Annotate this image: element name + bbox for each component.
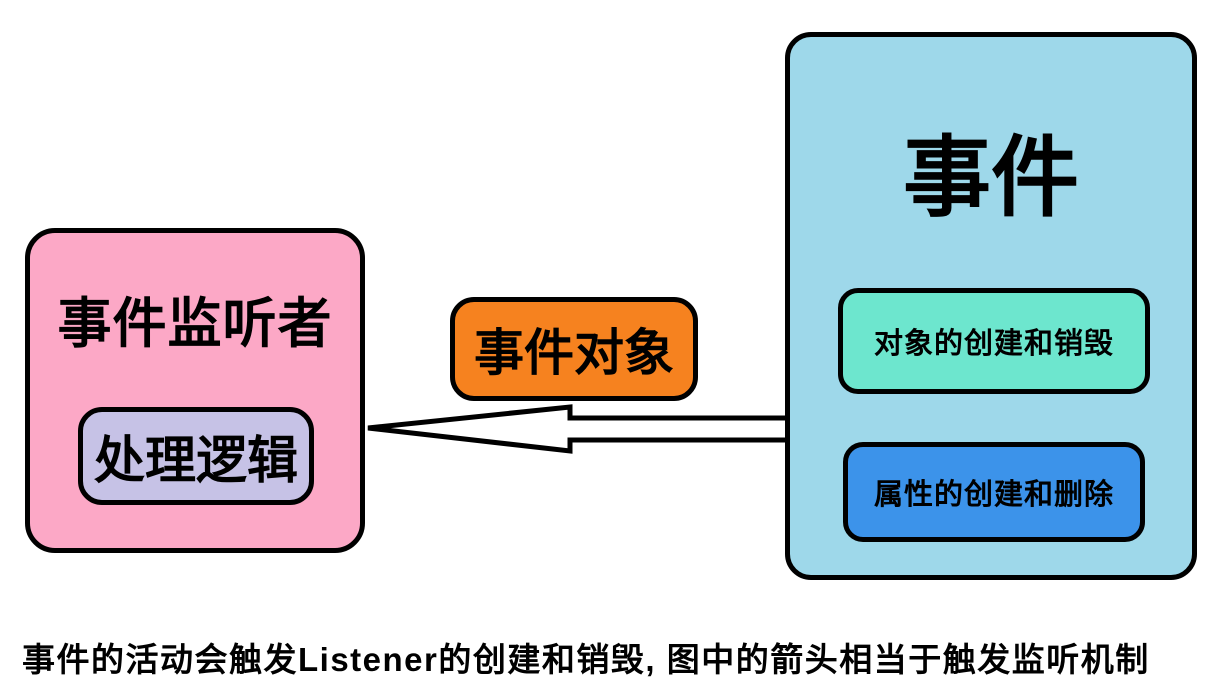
caption-text: 事件的活动会触发Listener的创建和销毁, 图中的箭头相当于触发监听机制 — [22, 641, 1150, 678]
event-item-object-lifecycle: 对象的创建和销毁 — [838, 288, 1150, 394]
arrow-left-icon — [367, 404, 793, 454]
event-listener-box: 事件监听者 处理逻辑 — [25, 228, 365, 553]
event-listener-label: 事件监听者 — [57, 294, 333, 354]
event-object-label: 事件对象 — [474, 325, 674, 381]
trigger-arrow — [358, 398, 794, 462]
event-item-attribute-lifecycle: 属性的创建和删除 — [843, 442, 1145, 542]
event-box-title: 事件 — [902, 128, 1079, 227]
arrow-left-shape — [367, 404, 793, 454]
event-box: 事件 对象的创建和销毁 属性的创建和删除 — [785, 32, 1197, 580]
processing-logic-box: 处理逻辑 — [78, 407, 314, 505]
event-item-object-lifecycle-label: 对象的创建和销毁 — [873, 328, 1114, 360]
event-object-box: 事件对象 — [450, 297, 698, 401]
event-item-attribute-lifecycle-label: 属性的创建和删除 — [873, 479, 1114, 511]
processing-logic-label: 处理逻辑 — [93, 432, 298, 489]
